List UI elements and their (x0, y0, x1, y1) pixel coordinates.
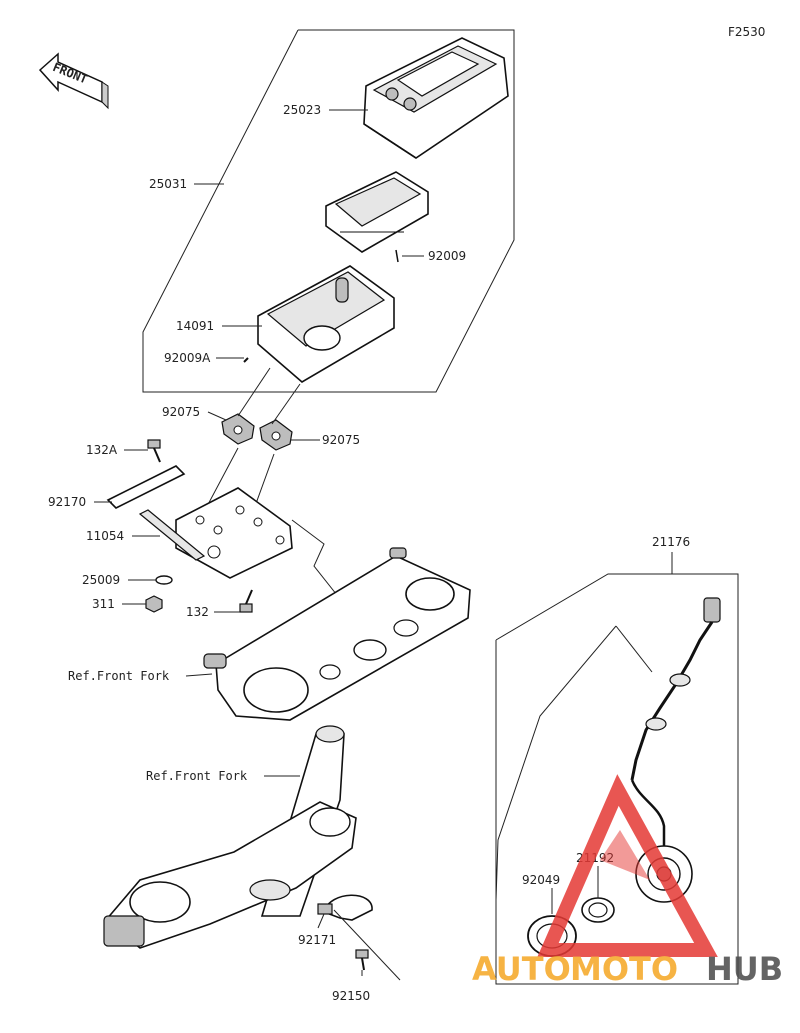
part-label: 132 (186, 605, 209, 619)
part-label: 25031 (149, 177, 187, 191)
part-label: 92150 (332, 989, 370, 1003)
washer-25009 (155, 575, 173, 585)
part-label: 14091 (176, 319, 214, 333)
part-label: 92049 (522, 873, 560, 887)
ring-21192 (581, 897, 615, 923)
clamp-leader (333, 909, 401, 981)
part-label: 25009 (82, 573, 120, 587)
ref-label-lower: Ref.Front Fork (146, 769, 248, 783)
bolt-132 (239, 589, 253, 613)
watermark-logo: AUTO MOTO HUB (472, 774, 783, 988)
group-outline-21176 (495, 573, 739, 985)
part-label: 132A (86, 443, 118, 457)
band (106, 465, 186, 509)
ref-label-upper: Ref.Front Fork (68, 669, 170, 683)
damper-right (259, 419, 293, 451)
bracket-leader (291, 519, 353, 615)
part-label: 92075 (322, 433, 360, 447)
meter-unit (325, 171, 429, 263)
watermark-text-auto: AUTO (472, 950, 571, 988)
group-outline-25031 (142, 29, 515, 393)
watermark-text-moto: MOTO (570, 950, 678, 988)
clamp-92171 (317, 894, 373, 921)
watermark-triangle-icon (537, 774, 718, 957)
part-label: 21176 (652, 535, 690, 549)
figure-code: F2530 (728, 25, 765, 39)
sensor-leader (495, 625, 617, 901)
bolt-92150 (355, 949, 369, 971)
part-label: 92170 (48, 495, 86, 509)
part-label: 92009A (164, 351, 211, 365)
part-label: 92075 (162, 405, 200, 419)
damper-left (221, 413, 255, 445)
lower-triple-clamp (103, 801, 357, 949)
watermark-text-hub: HUB (706, 950, 783, 988)
meter-bracket (175, 487, 293, 579)
part-label: 311 (92, 597, 115, 611)
front-arrow-icon: FRONT (38, 52, 109, 110)
meter-case (243, 265, 395, 383)
sensor-cable (630, 597, 721, 903)
part-label: 11054 (86, 529, 124, 543)
bolt-132a (147, 439, 161, 463)
bracket-arm (138, 509, 206, 561)
part-label: 92009 (428, 249, 466, 263)
meter-cover (363, 37, 509, 159)
part-label: 92171 (298, 933, 336, 947)
upper-triple-clamp (203, 547, 471, 721)
part-label: 25023 (283, 103, 321, 117)
nut-311 (145, 595, 163, 613)
